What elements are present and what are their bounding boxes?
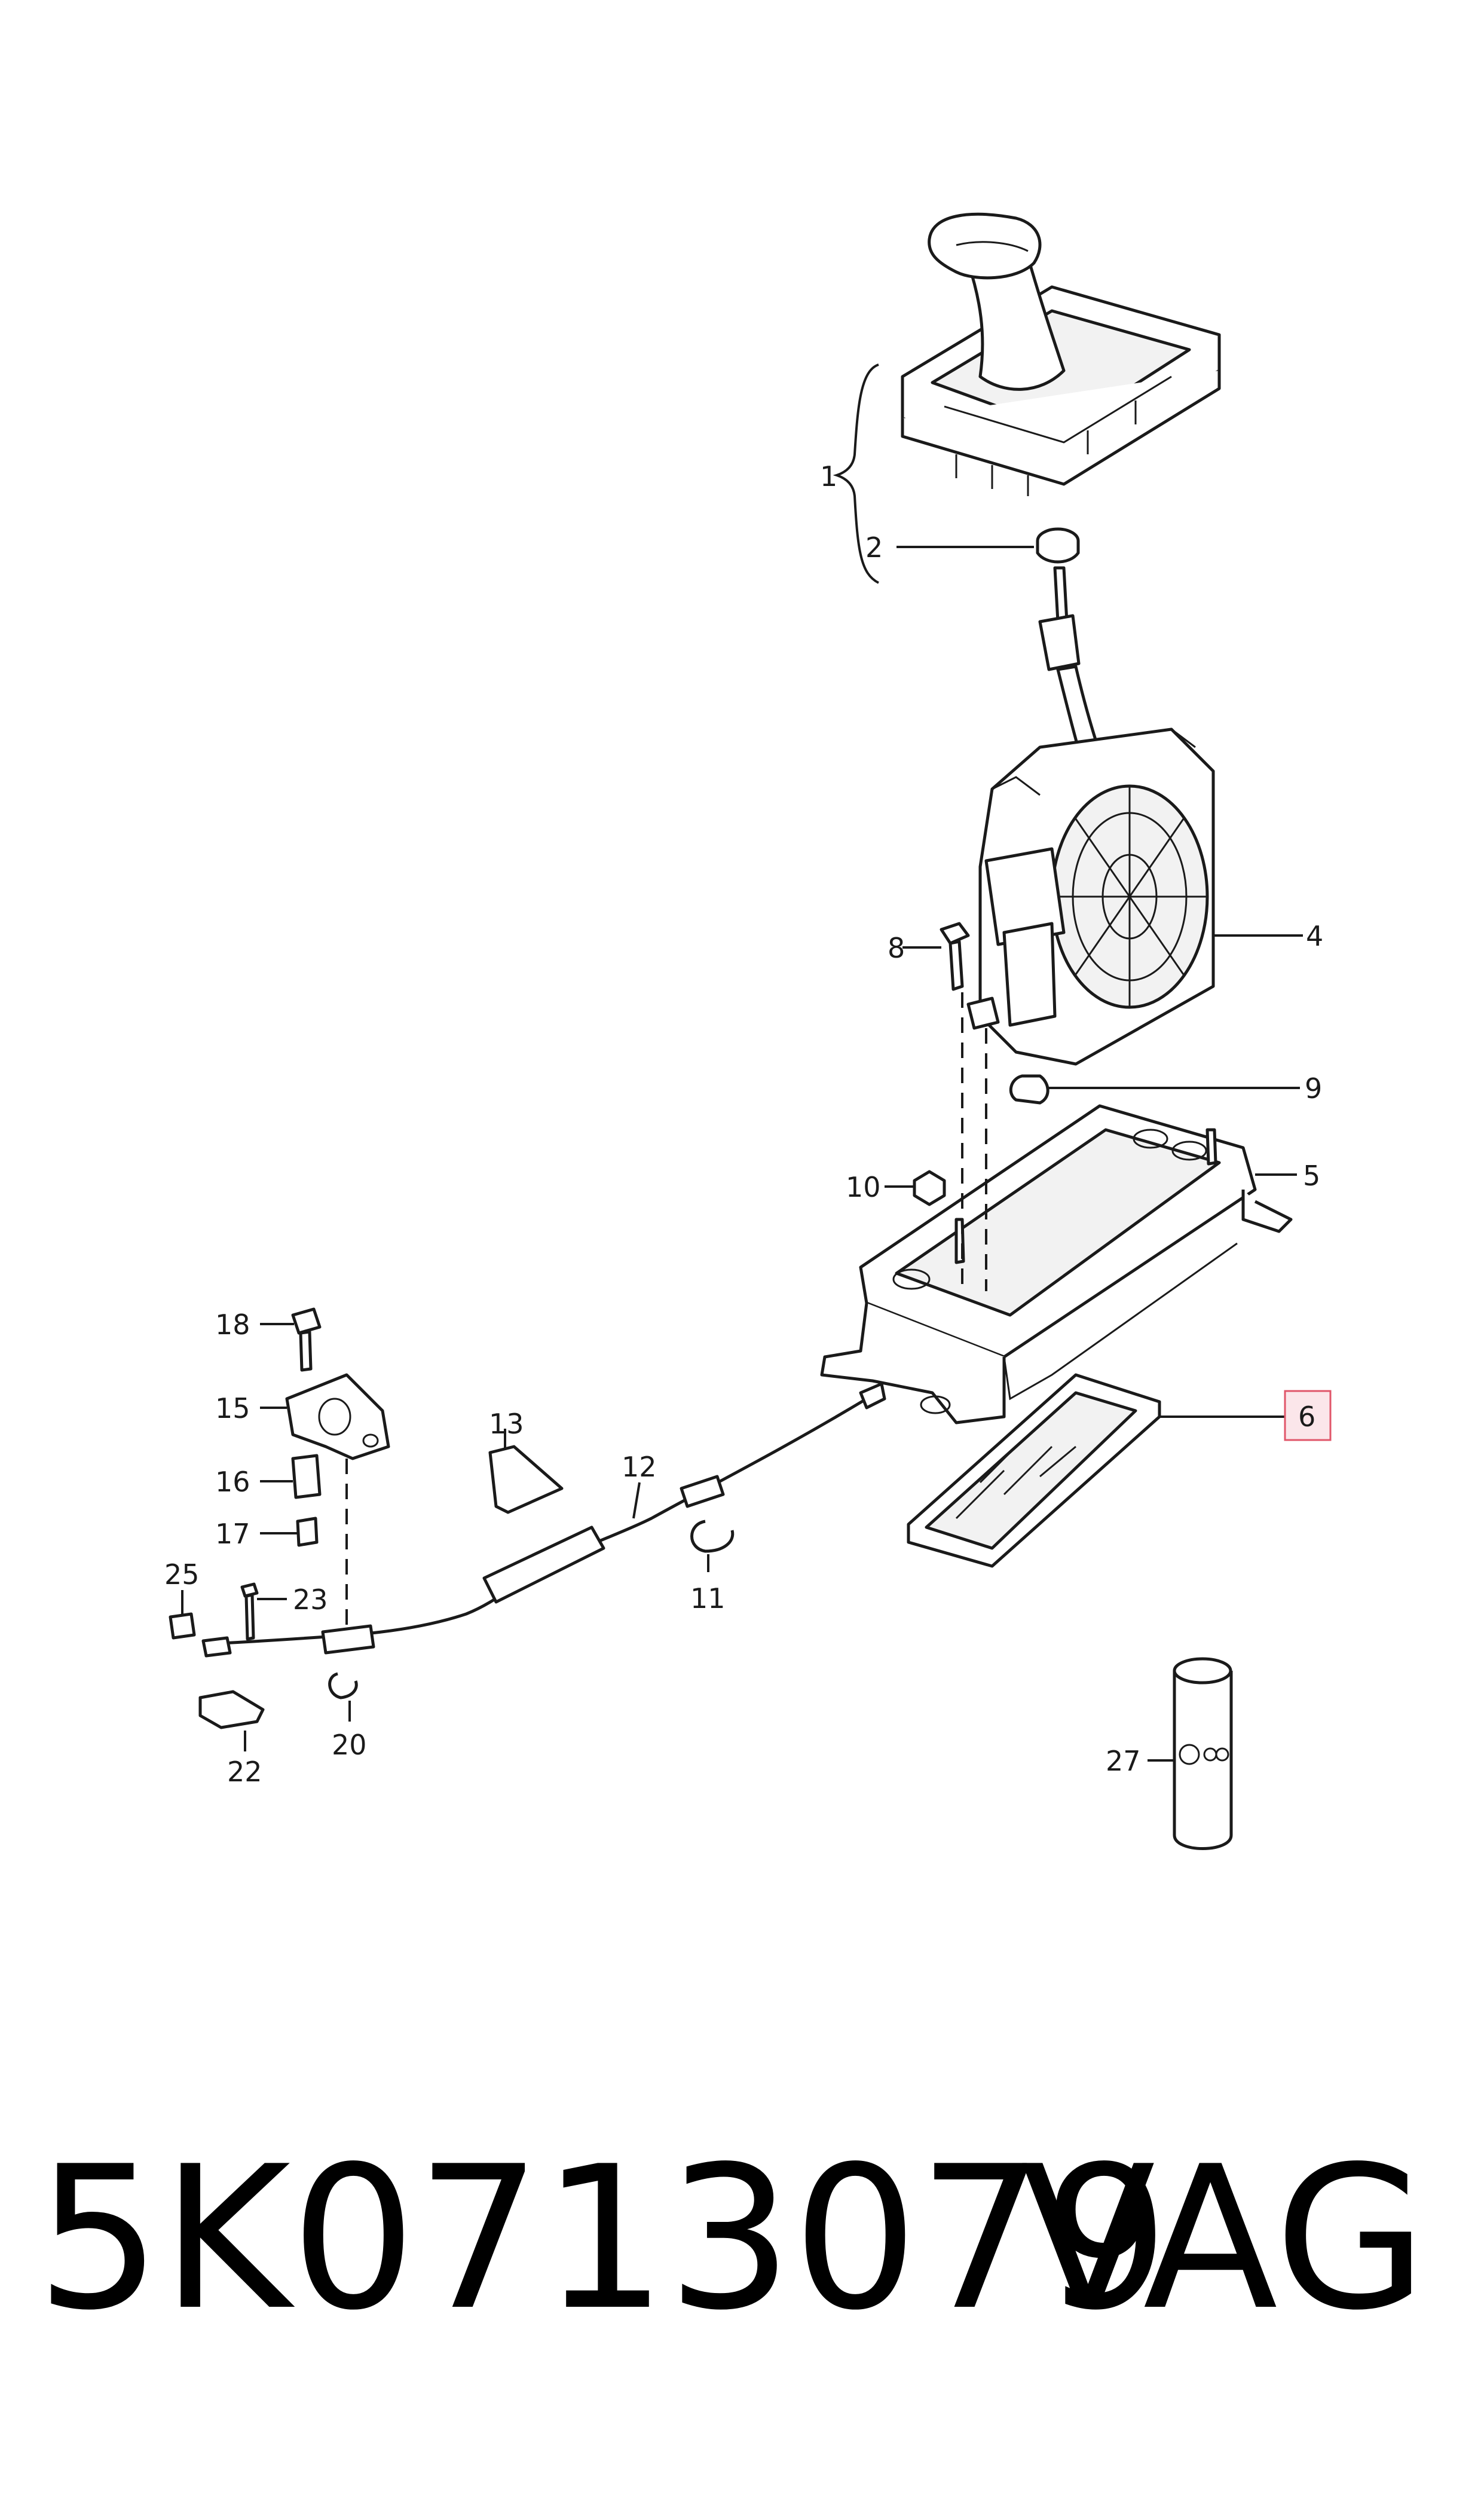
callout-16: 16 — [215, 1466, 250, 1498]
callout-labels: 1 2 4 5 6 8 9 10 11 12 13 15 16 17 18 20… — [164, 460, 1323, 1788]
assembly-guide-lines — [345, 992, 987, 1650]
leader-lines — [181, 363, 1303, 1762]
cable-assembly — [201, 1382, 886, 1658]
callout-27: 27 — [1106, 1745, 1141, 1777]
part-11-circlip — [690, 1520, 735, 1553]
callout-8: 8 — [888, 932, 905, 964]
callout-4: 4 — [1306, 920, 1323, 952]
part-8-bolt — [940, 922, 970, 991]
callout-5: 5 — [1303, 1160, 1320, 1192]
part-25-clip — [169, 1612, 196, 1640]
callout-2: 2 — [865, 531, 883, 564]
callout-10: 10 — [846, 1171, 881, 1203]
callout-13: 13 — [489, 1408, 524, 1440]
part-13-bracket — [488, 1445, 564, 1514]
brand-name: VAG — [1020, 2124, 1427, 2353]
part-22-lever — [198, 1690, 265, 1729]
callout-9: 9 — [1305, 1072, 1322, 1105]
part-15-bracket — [285, 1373, 390, 1460]
part-6-highlight-box — [1284, 1390, 1332, 1441]
part-1-selector-knob-assembly — [901, 212, 1221, 496]
part-17-bolt — [296, 1517, 319, 1547]
part-2-ring — [1036, 527, 1080, 564]
part-10-nut — [913, 1170, 946, 1206]
callout-1: 1 — [820, 460, 837, 493]
part-16-grommet — [291, 1454, 322, 1499]
callout-18: 18 — [215, 1309, 250, 1341]
callout-17: 17 — [215, 1518, 250, 1550]
callout-12: 12 — [622, 1451, 657, 1483]
part-27-lubricant-tube — [1173, 1657, 1233, 1850]
callout-6: 6 — [1298, 1401, 1315, 1433]
part-number: 5K0713079 — [36, 2124, 1170, 2353]
part-5-base-housing — [820, 1104, 1293, 1424]
callout-20: 20 — [332, 1729, 367, 1761]
part-20-circlip — [328, 1672, 358, 1699]
callout-22: 22 — [227, 1756, 262, 1788]
callout-25: 25 — [164, 1558, 200, 1591]
part-23-bolt — [240, 1582, 259, 1641]
part-4-selector-mechanism — [966, 727, 1215, 1066]
part-18-bolt — [291, 1307, 322, 1372]
callout-23: 23 — [293, 1583, 328, 1616]
callout-15: 15 — [215, 1392, 250, 1424]
part-6-cover-plate — [907, 1373, 1161, 1568]
footer: 5K0713079 VAG — [0, 2140, 1484, 2391]
callout-11: 11 — [690, 1582, 726, 1615]
part-9-clip — [1009, 1074, 1049, 1105]
